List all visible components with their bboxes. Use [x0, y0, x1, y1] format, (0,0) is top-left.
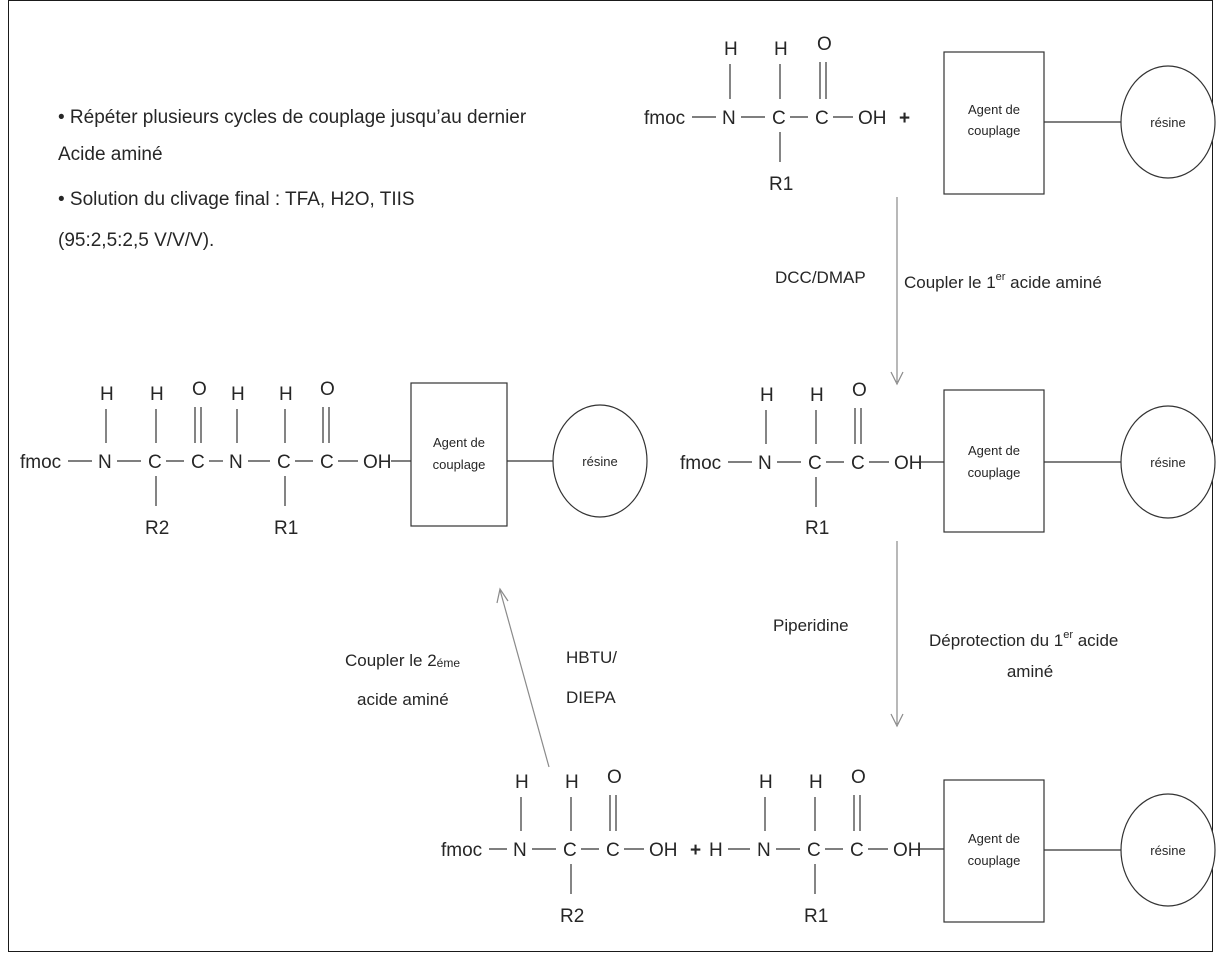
- step-label-couple-2nd: Coupler le 2éme: [345, 651, 460, 670]
- atom-c: C: [851, 453, 865, 474]
- coupling-agent-label: couplage: [968, 465, 1021, 480]
- atom-c: C: [772, 108, 786, 129]
- atom-h: H: [809, 772, 823, 793]
- coupling-agent-label: couplage: [968, 853, 1021, 868]
- atom-h: H: [515, 772, 529, 793]
- structure-fmoc-aa1-resin: fmoc N C C OH H H O R1 Agent de couplage…: [680, 380, 1216, 539]
- plus-sign: +: [690, 840, 701, 861]
- note-line-4: (95:2,5:2,5 V/V/V).: [58, 230, 214, 251]
- atom-c: C: [320, 452, 334, 473]
- coupling-agent-box: [410, 382, 508, 527]
- resin-bead: [1120, 65, 1216, 179]
- atom-c: C: [815, 108, 829, 129]
- atom-n: N: [513, 840, 527, 861]
- atom-h: H: [774, 39, 788, 60]
- atom-oh: OH: [649, 840, 678, 861]
- structure-dipeptide-resin: fmoc N C C N C C OH H H O H H O R2 R1: [20, 379, 648, 539]
- atom-c: C: [850, 840, 864, 861]
- plus-sign: +: [899, 108, 910, 129]
- fmoc-label: fmoc: [680, 453, 721, 474]
- atom-h: H: [724, 39, 738, 60]
- r2-label: R2: [145, 518, 169, 539]
- atom-n: N: [722, 108, 736, 129]
- atom-h: H: [709, 840, 723, 861]
- fmoc-label: fmoc: [644, 108, 685, 129]
- atom-oh: OH: [363, 452, 392, 473]
- atom-oh: OH: [894, 453, 923, 474]
- coupling-agent-label: Agent de: [433, 435, 485, 450]
- r1-label: R1: [274, 518, 298, 539]
- r1-label: R1: [769, 174, 793, 195]
- atom-oh: OH: [858, 108, 887, 129]
- atom-o: O: [851, 767, 866, 788]
- atom-h: H: [279, 384, 293, 405]
- coupling-agent-label: Agent de: [968, 443, 1020, 458]
- atom-n: N: [757, 840, 771, 861]
- reagent-dcc-dmap: DCC/DMAP: [775, 268, 866, 287]
- reagent-hbtu: HBTU/: [566, 648, 617, 667]
- atom-c: C: [563, 840, 577, 861]
- atom-h: H: [565, 772, 579, 793]
- resin-label: résine: [1150, 115, 1185, 130]
- atom-h: H: [231, 384, 245, 405]
- structure-fmoc-aa2-plus-aa1-resin: fmoc N C C OH + H N C C OH H H O R2 H H …: [441, 767, 1216, 927]
- atom-o: O: [192, 379, 207, 400]
- atom-c: C: [148, 452, 162, 473]
- r1-label: R1: [804, 906, 828, 927]
- atom-h: H: [100, 384, 114, 405]
- fmoc-label: fmoc: [441, 840, 482, 861]
- atom-n: N: [758, 453, 772, 474]
- reagent-diepa: DIEPA: [566, 688, 616, 707]
- atom-c: C: [606, 840, 620, 861]
- atom-c: C: [807, 840, 821, 861]
- step-label-deprotection-line2: aminé: [1007, 662, 1053, 681]
- coupling-agent-label: couplage: [968, 123, 1021, 138]
- coupling-agent-box: [943, 389, 1045, 533]
- atom-h: H: [760, 385, 774, 406]
- atom-o: O: [320, 379, 335, 400]
- atom-o: O: [817, 34, 832, 55]
- notes: • Répéter plusieurs cycles de couplage j…: [58, 107, 527, 251]
- step-label-couple-1st: Coupler le 1er acide aminé: [904, 271, 1102, 292]
- atom-h: H: [759, 772, 773, 793]
- atom-h: H: [810, 385, 824, 406]
- atom-c: C: [277, 452, 291, 473]
- atom-h: H: [150, 384, 164, 405]
- r1-label: R1: [805, 518, 829, 539]
- r2-label: R2: [560, 906, 584, 927]
- coupling-agent-label: Agent de: [968, 831, 1020, 846]
- note-line-2: Acide aminé: [58, 144, 163, 165]
- step-label-deprotection: Déprotection du 1er acide: [929, 629, 1118, 650]
- step-couple-first-aa: DCC/DMAP Coupler le 1er acide aminé: [775, 197, 1102, 386]
- reagent-piperidine: Piperidine: [773, 616, 849, 635]
- fmoc-label: fmoc: [20, 452, 61, 473]
- note-line-1: • Répéter plusieurs cycles de couplage j…: [58, 107, 527, 128]
- coupling-agent-box: [943, 51, 1045, 195]
- atom-c: C: [808, 453, 822, 474]
- atom-n: N: [229, 452, 243, 473]
- resin-bead: [1120, 405, 1216, 519]
- coupling-agent-box: [943, 779, 1045, 923]
- atom-oh: OH: [893, 840, 922, 861]
- atom-o: O: [607, 767, 622, 788]
- coupling-agent-label: couplage: [433, 457, 486, 472]
- resin-bead: [1120, 793, 1216, 907]
- note-line-3: • Solution du clivage final : TFA, H2O, …: [58, 189, 415, 210]
- resin-label: résine: [1150, 843, 1185, 858]
- coupling-agent-label: Agent de: [968, 102, 1020, 117]
- resin-bead: [552, 404, 648, 518]
- step-label-couple-2nd-line2: acide aminé: [357, 690, 449, 709]
- atom-c: C: [191, 452, 205, 473]
- atom-o: O: [852, 380, 867, 401]
- step-deprotection: Piperidine Déprotection du 1er acide ami…: [773, 541, 1118, 728]
- resin-label: résine: [1150, 455, 1185, 470]
- atom-n: N: [98, 452, 112, 473]
- resin-label: résine: [582, 454, 617, 469]
- step-couple-second-aa: Coupler le 2éme acide aminé HBTU/ DIEPA: [345, 587, 617, 768]
- structure-fmoc-aa1-plus-resin: fmoc N C C OH + H H O R1 Agent de coupla…: [644, 34, 1216, 195]
